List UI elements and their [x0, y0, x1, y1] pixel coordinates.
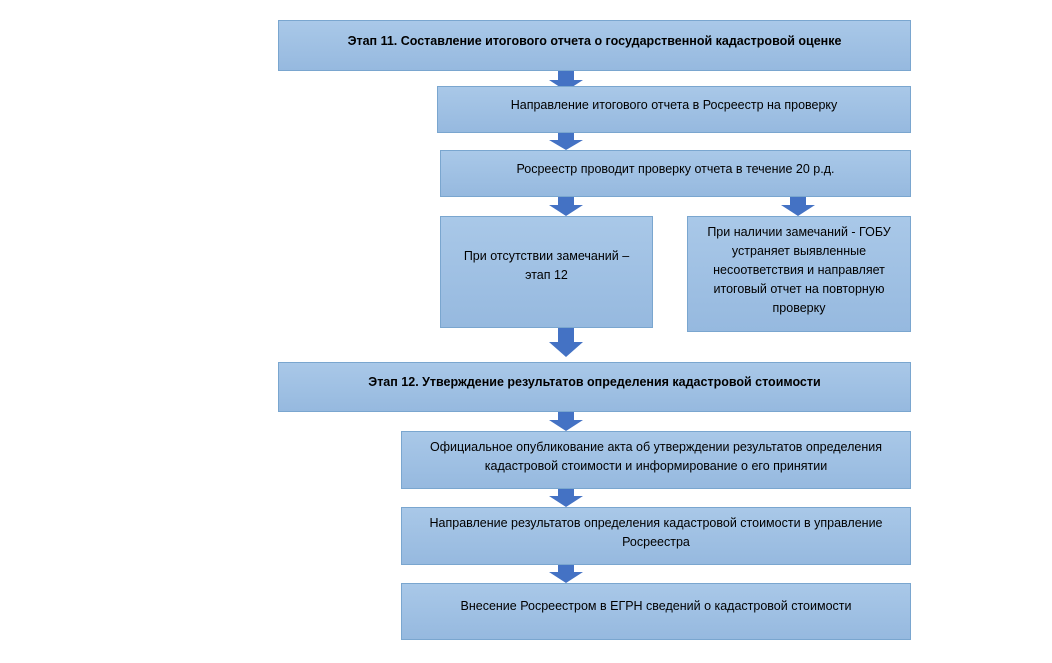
rosreestr-check-text: Росреестр проводит проверку отчета в теч… — [516, 162, 835, 176]
official-publication-text: Официальное опубликование акта об утверж… — [430, 440, 882, 473]
arrow-down-icon — [781, 197, 815, 217]
send-report-text: Направление итогового отчета в Росреестр… — [510, 98, 838, 112]
step-11-title: Этап 11. Составление итогового отчета о … — [347, 34, 842, 48]
step-12-box: Этап 12. Утверждение результатов определ… — [278, 362, 911, 412]
arrow-down-icon — [549, 71, 583, 91]
send-results-text: Направление результатов определения када… — [429, 516, 883, 549]
with-remarks-text: При наличии замечаний - ГОБУ устраняет в… — [707, 225, 891, 315]
arrow-down-icon — [549, 197, 583, 217]
egrn-entry-text: Внесение Росреестром в ЕГРН сведений о к… — [460, 599, 852, 613]
no-remarks-box: При отсутствии замечаний – этап 12 — [440, 216, 653, 328]
send-results-box: Направление результатов определения када… — [401, 507, 911, 565]
arrow-down-icon — [549, 133, 583, 153]
with-remarks-box: При наличии замечаний - ГОБУ устраняет в… — [687, 216, 911, 332]
arrow-down-icon — [549, 328, 583, 357]
arrow-down-icon — [549, 565, 583, 585]
no-remarks-text: При отсутствии замечаний – этап 12 — [463, 249, 630, 282]
step-11-box: Этап 11. Составление итогового отчета о … — [278, 20, 911, 71]
arrow-down-icon — [549, 412, 583, 432]
official-publication-box: Официальное опубликование акта об утверж… — [401, 431, 911, 489]
step-12-title: Этап 12. Утверждение результатов определ… — [368, 375, 821, 389]
arrow-down-icon — [549, 489, 583, 509]
egrn-entry-box: Внесение Росреестром в ЕГРН сведений о к… — [401, 583, 911, 640]
send-report-box: Направление итогового отчета в Росреестр… — [437, 86, 911, 133]
rosreestr-check-box: Росреестр проводит проверку отчета в теч… — [440, 150, 911, 197]
